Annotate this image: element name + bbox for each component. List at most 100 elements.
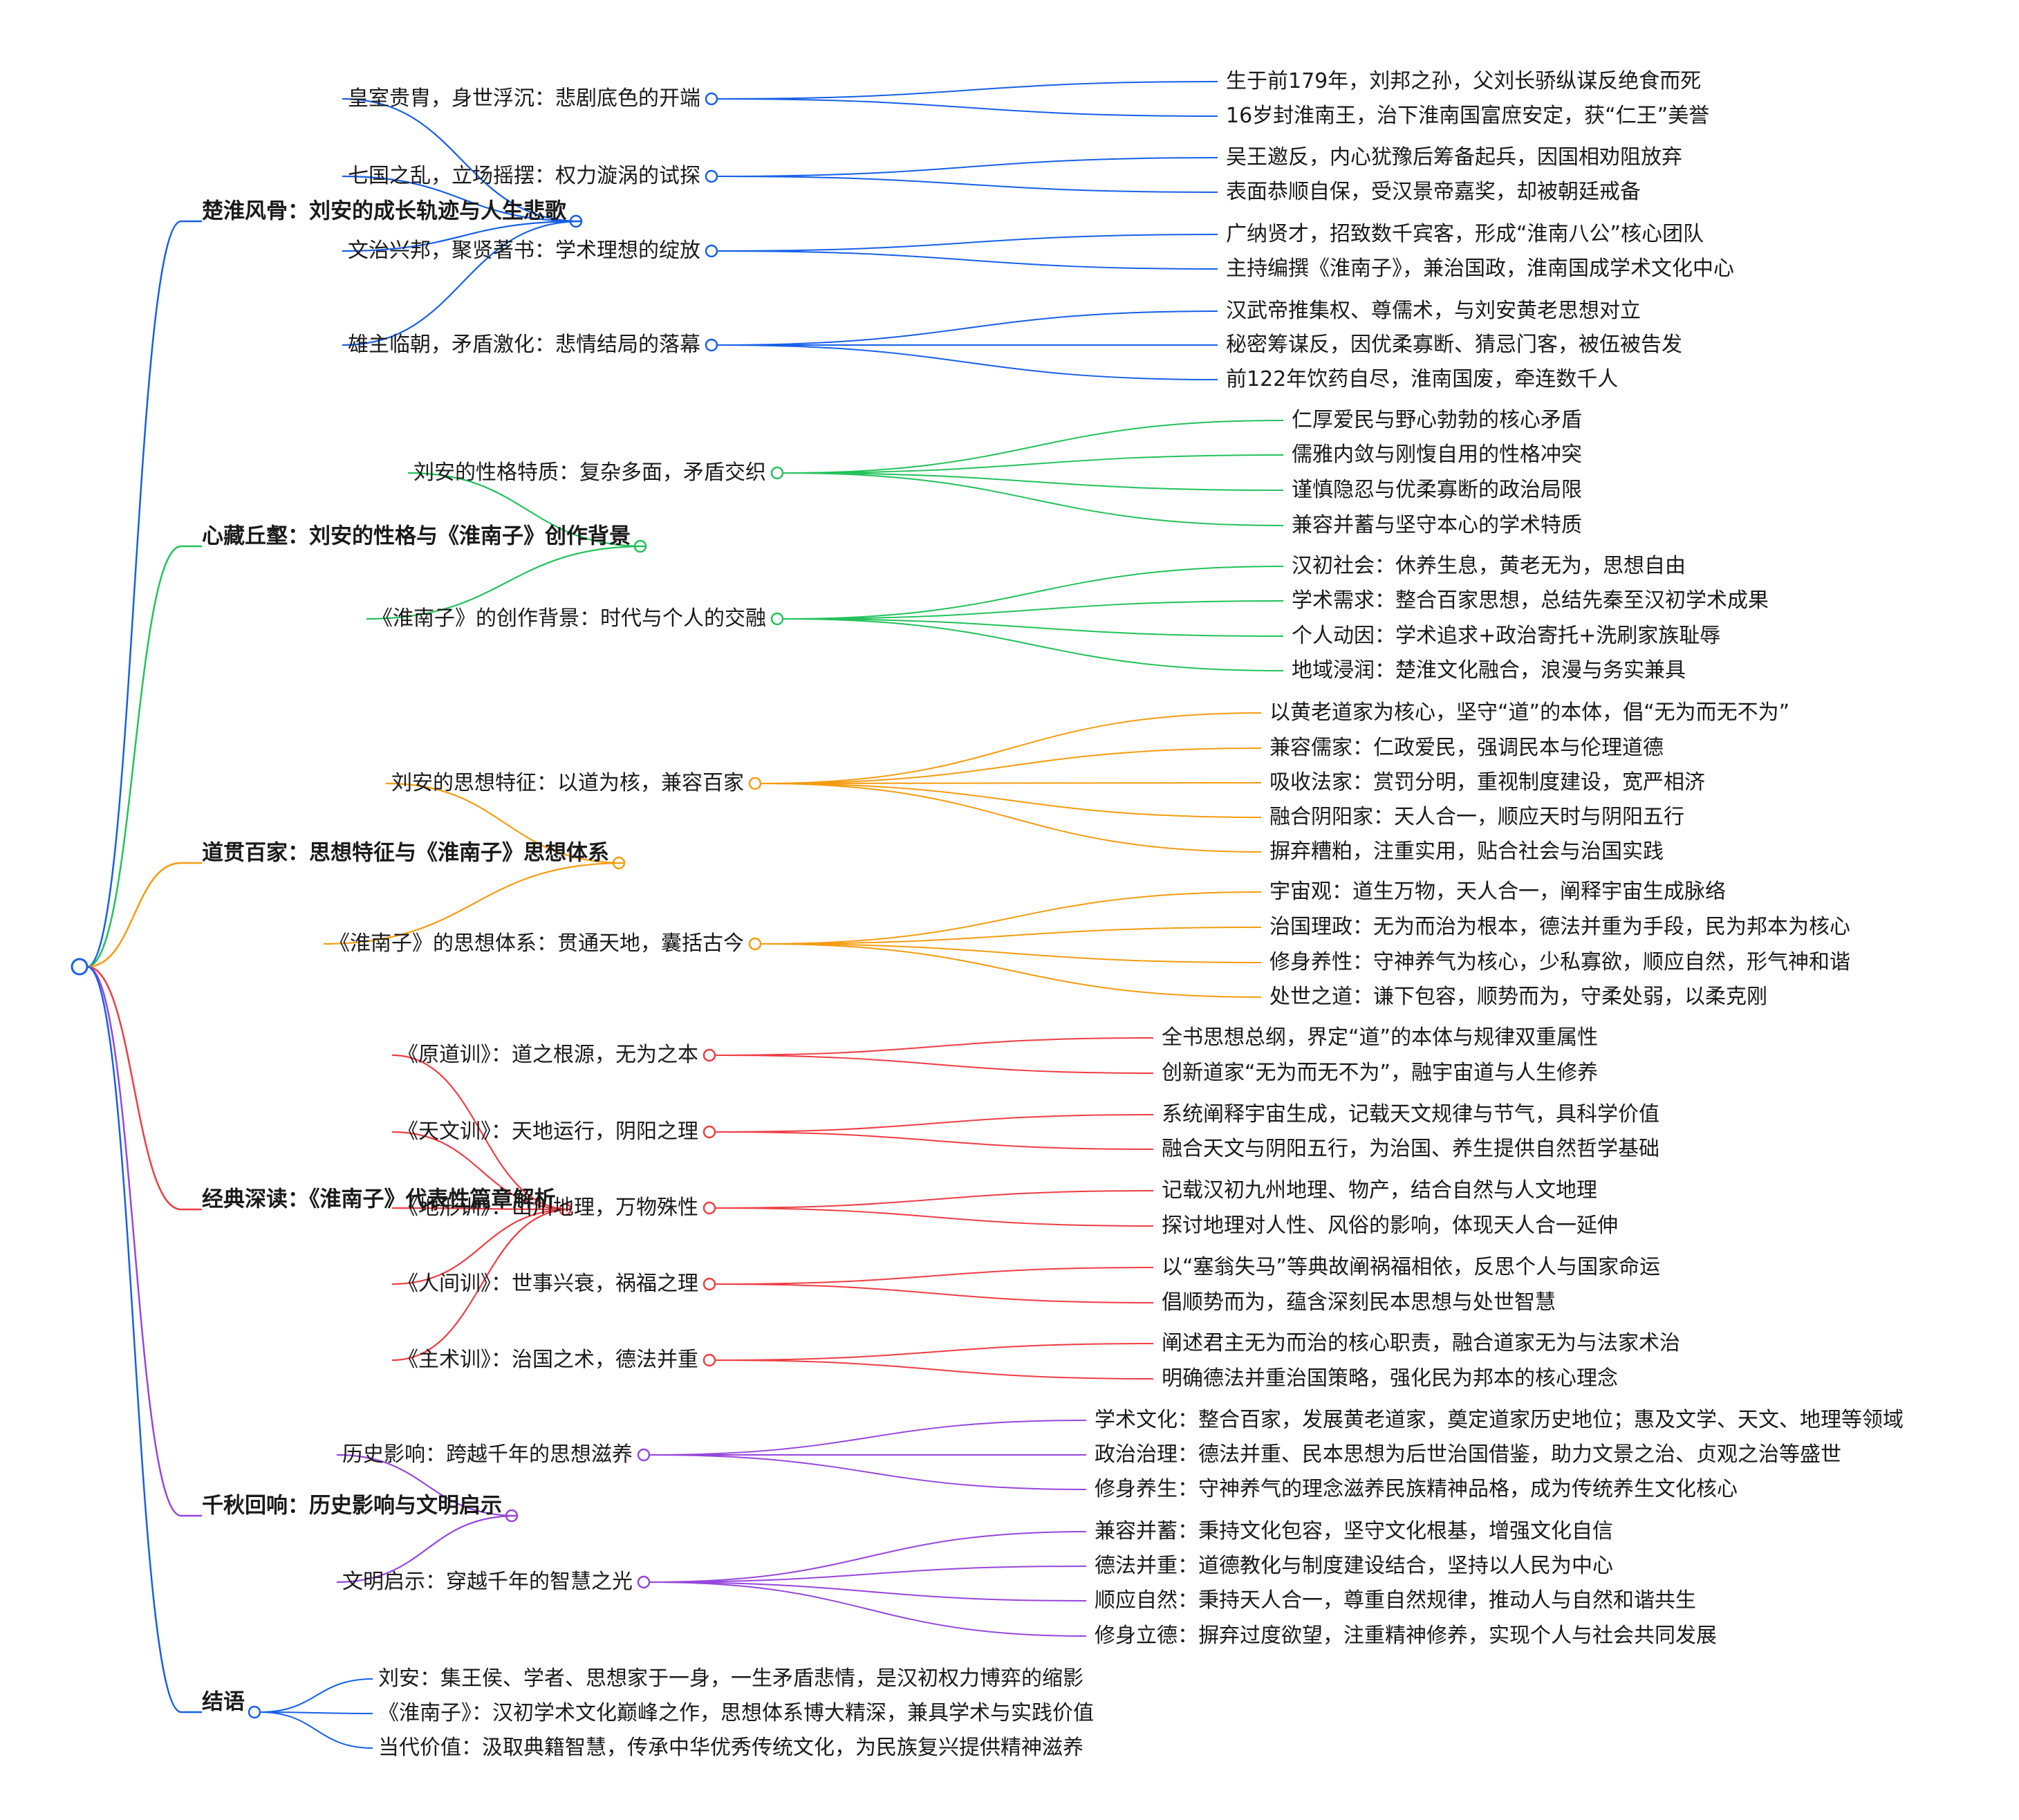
subtopic-toggle-dot[interactable] xyxy=(705,338,718,352)
leaf-label: 处世之道：谦下包容，顺势而为，守柔处弱，以柔克刚 xyxy=(1269,985,1767,1009)
leaf-label: 顺应自然：秉持天人合一，尊重自然规律，推动人与自然和谐共生 xyxy=(1095,1588,1696,1613)
leaf-label: 倡顺势而为，蕴含深刻民本思想与处世智慧 xyxy=(1162,1290,1556,1315)
edge-subtopic-to-leaf xyxy=(760,927,1262,945)
leaf-label: 治国理政：无为而治为根本，德法并重为手段，民为邦本为核心 xyxy=(1269,915,1850,939)
edge-branch-to-subtopic xyxy=(385,782,624,864)
edge-branch-to-subtopic xyxy=(391,1207,571,1211)
edge-subtopic-to-leaf xyxy=(782,600,1284,620)
leaf-label: 生于前179年，刘邦之孙，父刘长骄纵谋反绝食而死 xyxy=(1226,69,1702,93)
leaf-label: 宇宙观：道生万物，天人合一，阐释宇宙生成脉络 xyxy=(1269,880,1726,904)
subtopic-label: 七国之乱，立场摇摆：权力漩涡的试探 xyxy=(348,164,700,188)
edge-subtopic-to-leaf xyxy=(649,1454,1087,1490)
subtopic-toggle-dot[interactable] xyxy=(637,1448,651,1462)
edge-subtopic-to-leaf xyxy=(649,1420,1087,1456)
leaf-label: 融合阴阳家：天人合一，顺应天时与阴阳五行 xyxy=(1269,805,1684,829)
leaf-label: 学术文化：整合百家，发展黄老道家，奠定道家历史地位；惠及文学、天文、地理等领域 xyxy=(1095,1408,1904,1432)
subtopic-toggle-dot[interactable] xyxy=(770,612,784,626)
leaf-label: 学术需求：整合百家思想，总结先秦至汉初学术成果 xyxy=(1292,588,1769,613)
leaf-label: 兼容并蓄：秉持文化包容，坚守文化根基，增强文化自信 xyxy=(1095,1519,1613,1543)
branch-label: 千秋回响：历史影响与文明启示 xyxy=(202,1493,502,1519)
leaf-label: 探讨地理对人性、风俗的影响，体现天人合一延伸 xyxy=(1162,1214,1618,1238)
subtopic-toggle-dot[interactable] xyxy=(748,777,762,790)
leaf-label: 修身养性：守神养气为核心，少私寡欲，顺应自然，形气神和谐 xyxy=(1269,950,1850,974)
edge-branch-to-subtopic xyxy=(407,472,646,548)
subtopic-toggle-dot[interactable] xyxy=(703,1353,716,1367)
subtopic-toggle-dot[interactable] xyxy=(705,169,718,183)
edge-branch-to-subtopic xyxy=(391,1131,571,1211)
branch-label: 经典深读：《淮南子》代表性篇章解析 xyxy=(202,1187,556,1212)
leaf-label: 儒雅内敛与刚愎自用的性格冲突 xyxy=(1292,443,1582,467)
subtopic-toggle-dot[interactable] xyxy=(703,1277,716,1291)
edge-subtopic-to-leaf xyxy=(714,1037,1154,1056)
edge-subtopic-to-leaf xyxy=(649,1566,1087,1583)
subtopic-label: 刘安的思想特征：以道为核，兼容百家 xyxy=(391,771,744,795)
edge-subtopic-to-leaf xyxy=(716,344,1218,380)
edge-branch-to-subtopic xyxy=(336,1514,517,1584)
edge-branch-to-subtopic xyxy=(342,175,581,223)
subtopic-label: 《原道训》：道之根源，无为之本 xyxy=(398,1043,698,1067)
leaf-label: 地域浸润：楚淮文化融合，浪漫与务实兼具 xyxy=(1292,658,1686,682)
edge-subtopic-to-leaf xyxy=(649,1581,1087,1601)
leaf-label: 吴王邀反，内心犹豫后筹备起兵，因国相劝阻放弃 xyxy=(1226,145,1682,169)
leaf-label: 以黄老道家为核心，坚守“道”的本体，倡“无为而无不为” xyxy=(1269,700,1790,725)
leaf-label: 系统阐释宇宙生成，记载天文规律与节气，具科学价值 xyxy=(1162,1102,1659,1126)
edge-branch-to-leaf xyxy=(259,1711,373,1749)
leaf-label: 秘密筹谋反，因优柔寡断、猜忌门客，被伍被告发 xyxy=(1226,333,1682,357)
edge-root-to-branch xyxy=(86,965,182,1714)
edge-root-to-branch xyxy=(86,862,182,968)
edge-subtopic-to-leaf xyxy=(714,1343,1154,1361)
subtopic-toggle-dot[interactable] xyxy=(705,244,718,258)
edge-branch-to-subtopic xyxy=(391,1208,571,1285)
leaf-label: 阐述君主无为而治的核心职责，融合道家无为与法家术治 xyxy=(1162,1331,1680,1355)
leaf-label: 政治治理：德法并重、民本思想为后世治国借鉴，助力文景之治、贞观之治等盛世 xyxy=(1095,1442,1841,1467)
edge-subtopic-to-leaf xyxy=(782,454,1284,474)
leaf-label: 刘安：集王侯、学者、思想家于一身，一生矛盾悲情，是汉初权力博弈的缩影 xyxy=(378,1666,1083,1691)
edge-subtopic-to-leaf xyxy=(782,472,1284,491)
edge-subtopic-to-leaf xyxy=(716,81,1218,100)
subtopic-toggle-dot[interactable] xyxy=(637,1575,651,1589)
leaf-label: 全书思想总纲，界定“道”的本体与规律双重属性 xyxy=(1162,1025,1599,1050)
leaf-label: 汉武帝推集权、尊儒术，与刘安黄老思想对立 xyxy=(1226,299,1641,323)
leaf-label: 前122年饮药自尽，淮南国废，牵连数千人 xyxy=(1226,367,1619,391)
edge-subtopic-to-leaf xyxy=(649,1531,1087,1583)
leaf-label: 汉初社会：休养生息，黄老无为，思想自由 xyxy=(1292,554,1686,578)
edge-branch-to-subtopic xyxy=(391,1054,571,1211)
edge-subtopic-to-leaf xyxy=(714,1283,1154,1303)
edge-subtopic-to-leaf xyxy=(782,566,1284,620)
edge-subtopic-to-leaf xyxy=(714,1131,1154,1150)
subtopic-toggle-dot[interactable] xyxy=(770,466,784,480)
edge-branch-to-subtopic xyxy=(391,1208,571,1362)
edge-branch-to-subtopic xyxy=(366,545,646,620)
leaf-label: 当代价值：汲取典籍智慧，传承中华优秀传统文化，为民族复兴提供精神滋养 xyxy=(378,1736,1083,1760)
edge-subtopic-to-leaf xyxy=(760,748,1262,784)
leaf-label: 表面恭顺自保，受汉景帝嘉奖，却被朝廷戒备 xyxy=(1226,180,1641,204)
leaf-label: 兼容并蓄与坚守本心的学术特质 xyxy=(1292,513,1582,537)
root-node[interactable] xyxy=(71,958,89,976)
edge-root-to-branch xyxy=(86,545,182,968)
leaf-label: 摒弃糟粕，注重实用，贴合社会与治国实践 xyxy=(1269,839,1664,864)
subtopic-label: 《天文训》：天地运行，阴阳之理 xyxy=(398,1120,698,1144)
subtopic-label: 《主术训》：治国之术，德法并重 xyxy=(398,1348,698,1372)
edge-subtopic-to-leaf xyxy=(760,891,1262,945)
edge-subtopic-to-leaf xyxy=(714,1207,1154,1227)
leaf-label: 记载汉初九州地理、物产，结合自然与人文地理 xyxy=(1162,1178,1597,1202)
leaf-label: 明确德法并重治国策略，强化民为邦本的核心理念 xyxy=(1162,1366,1618,1391)
edge-subtopic-to-leaf xyxy=(760,783,1262,853)
subtopic-toggle-dot[interactable] xyxy=(705,92,718,106)
leaf-label: 广纳贤才，招致数千宾客，形成“淮南八公”核心团队 xyxy=(1226,222,1704,246)
subtopic-toggle-dot[interactable] xyxy=(748,937,762,951)
edge-branch-to-subtopic xyxy=(342,220,581,346)
edge-subtopic-to-leaf xyxy=(716,250,1218,270)
subtopic-toggle-dot[interactable] xyxy=(703,1201,716,1215)
edge-subtopic-to-leaf xyxy=(782,618,1284,671)
subtopic-toggle-dot[interactable] xyxy=(703,1125,716,1139)
leaf-label: 《淮南子》：汉初学术文化巅峰之作，思想体系博大精深，兼具学术与实践价值 xyxy=(378,1701,1094,1725)
leaf-label: 修身立德：摒弃过度欲望，注重精神修养，实现个人与社会共同发展 xyxy=(1095,1624,1717,1648)
edge-subtopic-to-leaf xyxy=(716,234,1218,252)
subtopic-label: 《人间训》：世事兴衰，祸福之理 xyxy=(398,1272,698,1296)
subtopic-label: 文治兴邦，聚贤著书：学术理想的绽放 xyxy=(348,239,700,263)
subtopic-label: 皇室贵胄，身世浮沉：悲剧底色的开端 xyxy=(348,86,700,111)
subtopic-toggle-dot[interactable] xyxy=(703,1048,716,1062)
branch-toggle-dot[interactable] xyxy=(248,1705,261,1719)
